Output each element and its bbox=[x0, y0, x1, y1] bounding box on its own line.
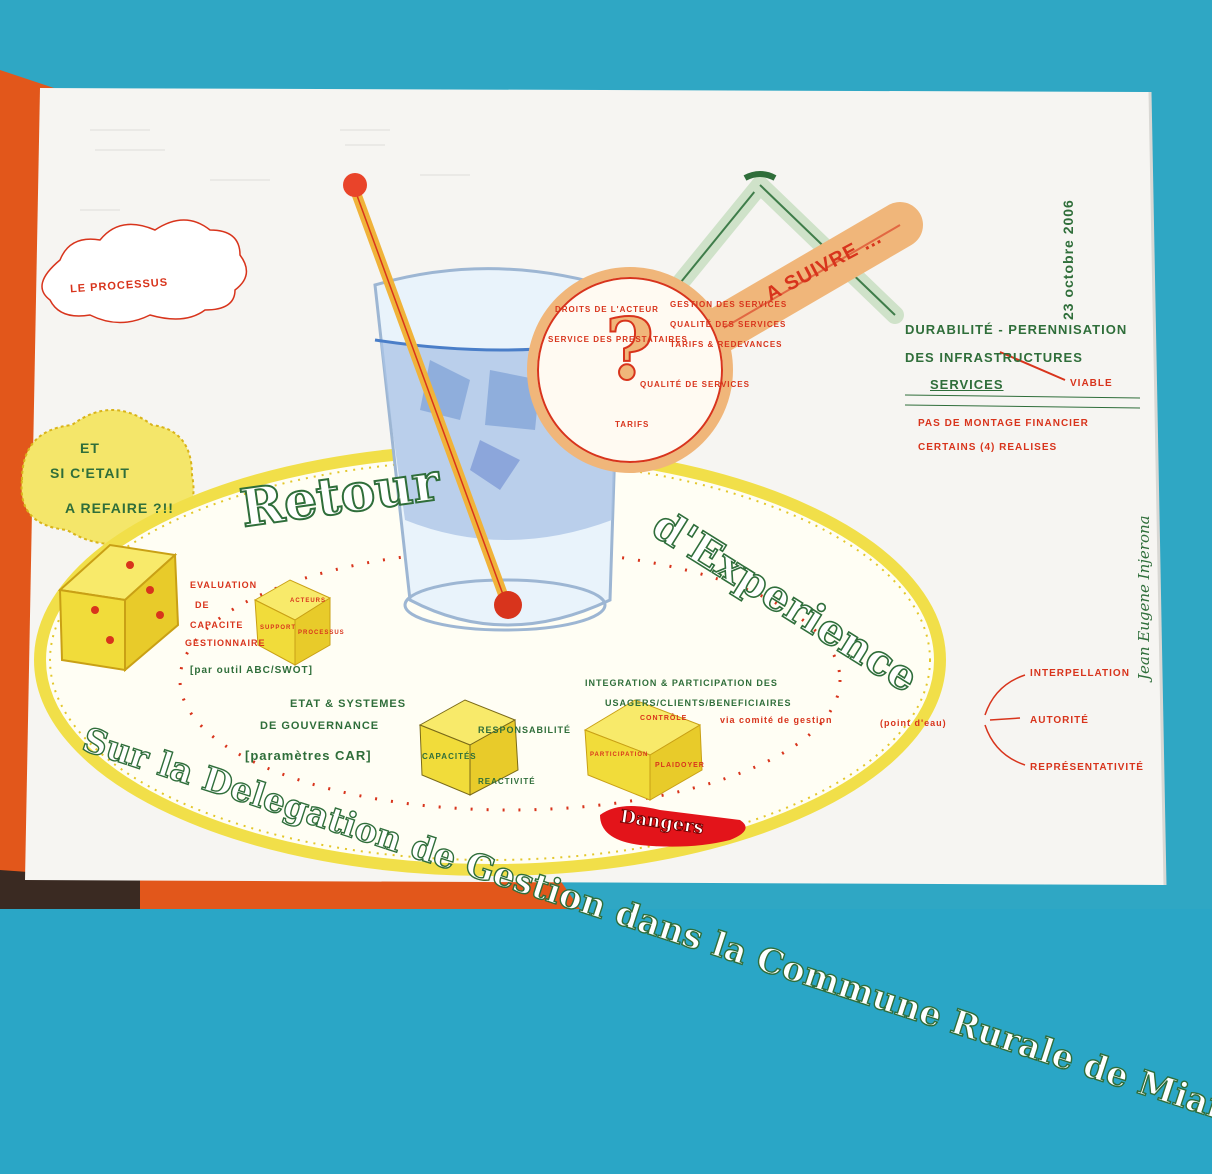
small-dice-face-3: PROCESSUS bbox=[298, 630, 345, 636]
question-line-3: A REFAIRE ?!! bbox=[65, 500, 174, 516]
magnifier-text-5: TARIFS & REDEVANCES bbox=[670, 340, 783, 349]
eval-line-1: EVALUATION bbox=[190, 580, 257, 590]
integration-suffix: (point d'eau) bbox=[880, 718, 947, 728]
center-line-2: DE GOUVERNANCE bbox=[260, 720, 379, 732]
small-dice-face-2: SUPPORT bbox=[260, 625, 296, 631]
magnifier-text-6: QUALITÉ DE SERVICES bbox=[640, 380, 750, 389]
center-dice-face-3: REACTIVITÉ bbox=[478, 777, 536, 786]
eval-line-4: GESTIONNAIRE bbox=[185, 638, 266, 648]
arrow-label-2: AUTORITÉ bbox=[1030, 715, 1089, 726]
right-line-5: CERTAINS (4) REALISES bbox=[918, 442, 1057, 453]
right-dice-face-3: PLAIDOYER bbox=[655, 762, 705, 769]
integration-line-3: via comité de gestion bbox=[720, 715, 833, 725]
small-dice-face-1: ACTEURS bbox=[290, 598, 326, 604]
center-line-3: [paramètres CAR] bbox=[245, 748, 372, 763]
right-dice-face-2: PARTICIPATION bbox=[590, 752, 648, 758]
eval-line-5: [par outil ABC/SWOT] bbox=[190, 665, 313, 676]
center-line-1: ETAT & SYSTEMES bbox=[290, 698, 406, 710]
magnifier-text-4: QUALITÉ DES SERVICES bbox=[670, 320, 786, 329]
eval-line-2: DE bbox=[195, 600, 210, 610]
center-dice-face-2: CAPACITÉS bbox=[422, 752, 477, 761]
arrow-label-3: REPRÉSENTATIVITÉ bbox=[1030, 762, 1144, 773]
right-line-3: SERVICES bbox=[930, 377, 1004, 392]
right-line-1: DURABILITÉ - PERENNISATION bbox=[905, 322, 1127, 337]
right-line-2: DES INFRASTRUCTURES bbox=[905, 350, 1083, 365]
integration-line-1: INTEGRATION & PARTICIPATION DES bbox=[585, 678, 778, 688]
right-line-4: PAS DE MONTAGE FINANCIER bbox=[918, 418, 1089, 429]
magnifier-text-3: SERVICE DES PRESTATAIRES bbox=[548, 335, 688, 344]
question-line-2: SI C'ETAIT bbox=[50, 465, 130, 481]
right-dice-face-1: CONTRÔLE bbox=[640, 715, 687, 722]
magnifier-text-7: TARIFS bbox=[615, 420, 649, 429]
right-line-3-suffix: VIABLE bbox=[1070, 378, 1113, 389]
arrow-label-1: INTERPELLATION bbox=[1030, 668, 1130, 679]
date-label: 23 octobre 2006 bbox=[1060, 199, 1076, 320]
integration-line-2: USAGERS/CLIENTS/BENEFICIAIRES bbox=[605, 698, 792, 708]
author-signature: Jean Eugene Injerona bbox=[1135, 515, 1153, 680]
eval-line-3: CAPACITE bbox=[190, 620, 243, 630]
question-line-1: ET bbox=[80, 440, 100, 456]
center-dice-face-1: RESPONSABILITÉ bbox=[478, 725, 571, 735]
magnifier-text-1: DROITS DE L'ACTEUR bbox=[555, 305, 659, 314]
magnifier-text-2: GESTION DES SERVICES bbox=[670, 300, 787, 309]
